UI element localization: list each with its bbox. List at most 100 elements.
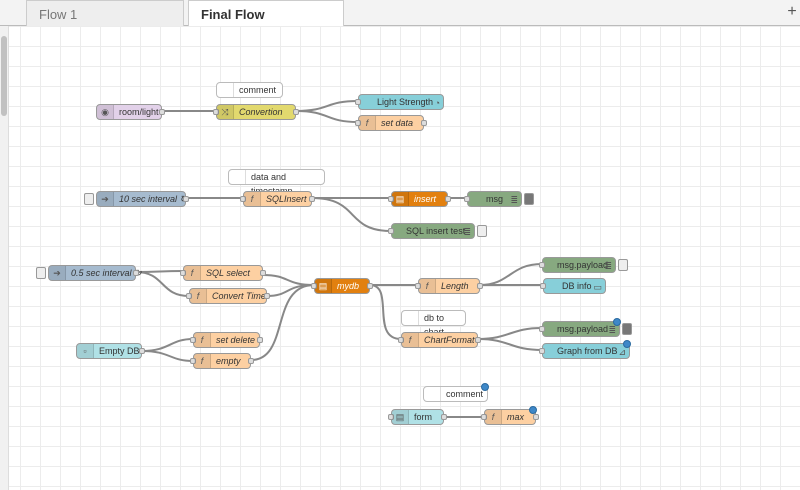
- debug-toggle-button[interactable]: [524, 193, 534, 205]
- function-icon: f: [244, 192, 261, 206]
- input-port[interactable]: [355, 120, 361, 126]
- output-port[interactable]: [477, 283, 483, 289]
- debug-toggle-button[interactable]: [477, 225, 487, 237]
- debug-msg-node[interactable]: msg≣: [464, 191, 534, 207]
- debug-toggle-button[interactable]: [622, 323, 632, 335]
- input-port[interactable]: [388, 196, 394, 202]
- tab-flow-1[interactable]: Flow 1: [26, 0, 184, 26]
- gauge-light-strength-node[interactable]: Light Strength◔: [355, 94, 444, 110]
- inject-0-5-sec-interval-node[interactable]: ➔0.5 sec interval ↻: [36, 265, 142, 281]
- function-icon: f: [359, 116, 376, 130]
- node-label: SQL insert test: [406, 226, 466, 236]
- input-port[interactable]: [388, 228, 394, 234]
- inject-trigger-button[interactable]: [84, 193, 94, 205]
- input-port[interactable]: [464, 196, 470, 202]
- node-label: 0.5 sec interval ↻: [71, 268, 142, 278]
- comment-node[interactable]: db to chart: [401, 310, 466, 337]
- output-port[interactable]: [293, 109, 299, 115]
- ui-form-node[interactable]: ▤ form: [388, 409, 447, 425]
- function-icon: f: [194, 354, 211, 368]
- database-icon: ▤: [392, 192, 409, 206]
- vertical-scrollbar[interactable]: [0, 26, 9, 490]
- input-port[interactable]: [186, 293, 192, 299]
- input-port[interactable]: [355, 99, 361, 105]
- output-port[interactable]: [441, 414, 447, 420]
- output-port[interactable]: [264, 293, 270, 299]
- input-port[interactable]: [540, 283, 546, 289]
- output-port[interactable]: [533, 414, 539, 420]
- form-icon: ▤: [392, 410, 409, 424]
- sqlite-insert-node[interactable]: ▤insert: [388, 191, 451, 207]
- ui-db-info-node[interactable]: DB info▭: [540, 278, 606, 294]
- node-label: msg: [486, 194, 504, 204]
- input-port[interactable]: [415, 283, 421, 289]
- input-port[interactable]: [539, 262, 545, 268]
- wire: [262, 274, 315, 286]
- table-icon: ▭: [593, 282, 602, 292]
- comment-node[interactable]: comment: [423, 383, 489, 402]
- ui-graph-from-db-node[interactable]: Graph from DB⊿: [539, 340, 631, 359]
- wire: [135, 271, 190, 297]
- function-icon: f: [190, 289, 207, 303]
- gauge-icon: ◔: [434, 98, 440, 108]
- function-icon: f: [194, 333, 211, 347]
- input-port[interactable]: [190, 337, 196, 343]
- output-port[interactable]: [260, 270, 266, 276]
- comment-icon: [424, 387, 441, 401]
- input-port[interactable]: [240, 196, 246, 202]
- wire: [295, 100, 359, 112]
- chart-icon: ⊿: [618, 347, 626, 357]
- output-port[interactable]: [257, 337, 263, 343]
- debug-toggle-button[interactable]: [618, 259, 628, 271]
- input-port[interactable]: [213, 109, 219, 115]
- tab-final-flow[interactable]: Final Flow: [188, 0, 344, 27]
- node-label: room/light: [119, 107, 159, 117]
- inject-10-sec-interval-node[interactable]: ➔10 sec interval ↻: [84, 191, 189, 207]
- output-port[interactable]: [421, 120, 427, 126]
- output-port[interactable]: [248, 358, 254, 364]
- flow-workspace[interactable]: comment ◉room/light ⤨ Convertion Light St…: [0, 26, 800, 490]
- debug-msg-payload-node[interactable]: msg.payload≣: [539, 318, 632, 337]
- input-port[interactable]: [311, 283, 317, 289]
- node-label: form: [414, 412, 432, 422]
- output-port[interactable]: [139, 348, 145, 354]
- switch-convertion-node[interactable]: ⤨ Convertion: [213, 104, 299, 120]
- shuffle-icon: ⤨: [217, 105, 234, 119]
- debug-msg-payload-node[interactable]: msg.payload≣: [539, 257, 628, 273]
- wire: [141, 350, 194, 362]
- input-port[interactable]: [481, 414, 487, 420]
- inject-trigger-button[interactable]: [36, 267, 46, 279]
- output-port[interactable]: [183, 196, 189, 202]
- comment-node[interactable]: comment: [216, 82, 283, 98]
- output-port[interactable]: [309, 196, 315, 202]
- input-port[interactable]: [388, 414, 394, 420]
- ui-button-empty-db-node[interactable]: ▫Empty DB: [76, 343, 145, 359]
- input-port[interactable]: [190, 358, 196, 364]
- output-port[interactable]: [367, 283, 373, 289]
- input-port[interactable]: [398, 337, 404, 343]
- mqtt-in-room-light-node[interactable]: ◉room/light: [96, 104, 165, 120]
- output-port[interactable]: [159, 109, 165, 115]
- input-port[interactable]: [539, 348, 545, 354]
- output-port[interactable]: [445, 196, 451, 202]
- debug-sql-insert-test-node[interactable]: SQL insert test≣: [388, 223, 487, 239]
- input-port[interactable]: [539, 326, 545, 332]
- comment-node[interactable]: data and timestamp: [228, 169, 325, 196]
- scrollbar-thumb[interactable]: [1, 36, 7, 116]
- node-label: DB info: [562, 281, 592, 291]
- sqlite-mydb-node[interactable]: ▤mydb: [311, 278, 373, 294]
- add-tab-button[interactable]: +: [787, 3, 797, 20]
- input-port[interactable]: [180, 270, 186, 276]
- node-label: Convertion: [239, 107, 283, 117]
- output-port[interactable]: [133, 270, 139, 276]
- output-port[interactable]: [475, 337, 481, 343]
